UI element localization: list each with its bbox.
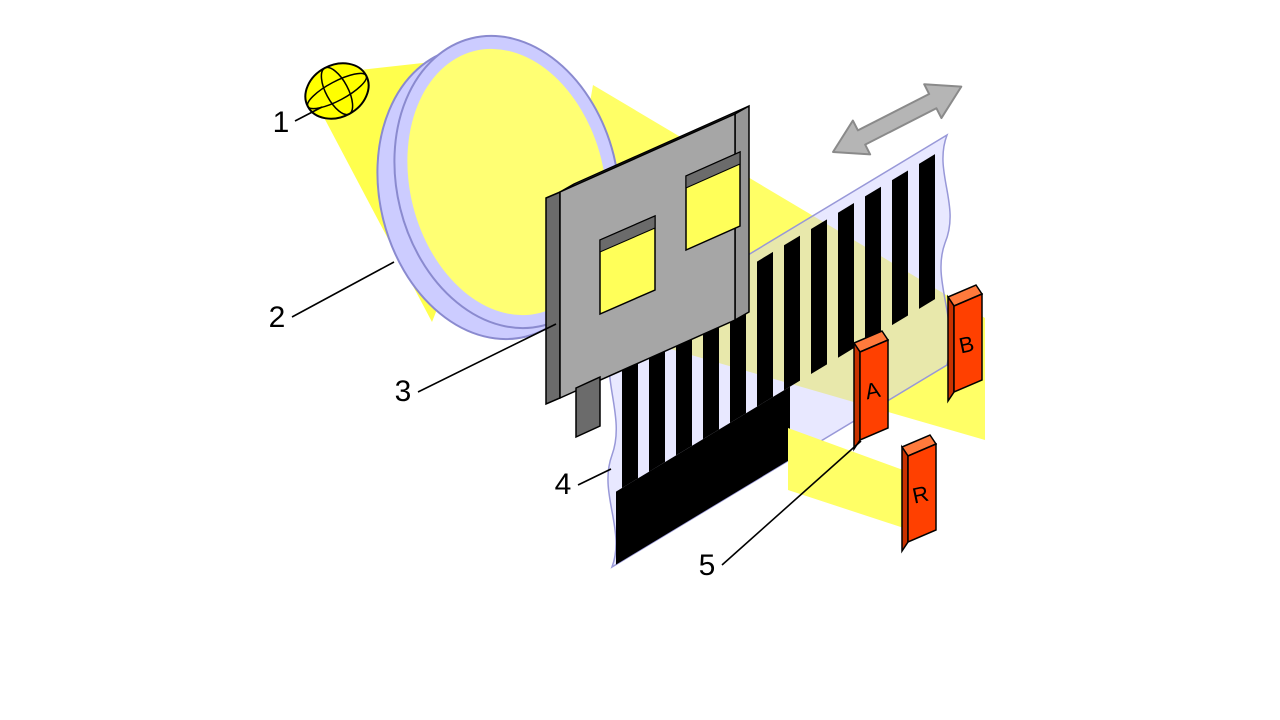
callout-label-4: 4 (555, 468, 572, 501)
light-bulb (304, 62, 370, 120)
sensor-a: A (852, 330, 890, 452)
sensor-r-label: R (910, 481, 931, 509)
double-arrow-icon (832, 83, 963, 156)
sensor-b-front (953, 292, 983, 394)
bulb-meridian-vertical (320, 66, 354, 116)
scale-stripe (892, 170, 908, 326)
scale-stripe (919, 154, 935, 309)
mask-left-edge (545, 190, 561, 406)
sensor-a-front (859, 338, 889, 442)
sensor-a-label: A (863, 377, 883, 405)
leader-line-3 (417, 323, 557, 393)
scale (607, 133, 951, 569)
leader-line-2 (291, 261, 395, 318)
callout-label-3: 3 (395, 375, 412, 408)
motion-direction-arrow (832, 83, 963, 156)
mask-window-left-wall (599, 215, 656, 253)
callout-label-1: 1 (273, 106, 290, 139)
scale-stripe (838, 203, 854, 358)
scale-stripe (622, 333, 638, 488)
leader-line-1 (294, 106, 323, 122)
scale-stripe (757, 251, 773, 407)
callout-label-2: 2 (269, 301, 286, 334)
sensor-b: B (946, 284, 984, 404)
sensor-r-side (901, 444, 909, 554)
mask-window-right-wall (685, 151, 741, 189)
callout-label-5: 5 (699, 549, 716, 582)
scale-stripe (811, 219, 827, 374)
mask-bottom-post (575, 375, 601, 439)
scale-opaque-region (616, 386, 790, 565)
leader-line-4 (577, 468, 612, 486)
scale-stripe (865, 186, 881, 342)
sensor-b-side (947, 294, 955, 404)
bulb-meridian-horizontal (306, 72, 368, 110)
scale-pattern (616, 154, 935, 565)
sensor-r: R (900, 434, 938, 554)
reference-beam (788, 428, 925, 535)
mask (545, 104, 750, 439)
leader-line-5 (721, 440, 862, 566)
sensor-a-side (853, 340, 861, 452)
scale-stripe (784, 235, 800, 391)
sensor-b-label: B (957, 331, 977, 359)
sensor-r-front (907, 442, 937, 544)
